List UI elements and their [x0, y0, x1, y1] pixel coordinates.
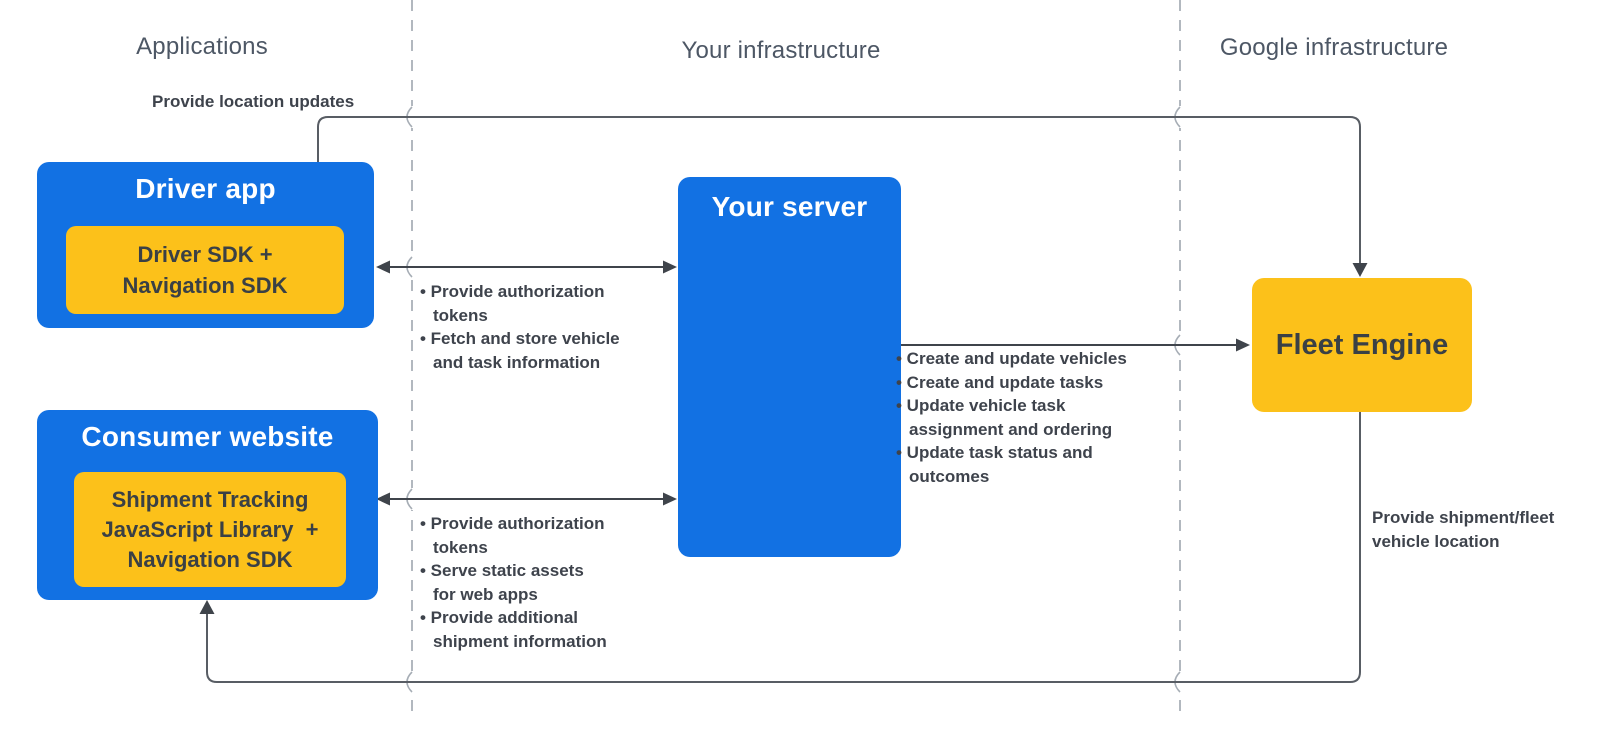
node-your-server: Your server [678, 177, 901, 557]
arrowhead-into-driver-app [376, 260, 390, 274]
node-driver-sdk: Driver SDK +Navigation SDK [66, 226, 344, 314]
list-server-fleet-tasks: • Create and update vehicles• Create and… [896, 349, 1127, 486]
arrowhead-into-server-bottom [663, 492, 677, 506]
driver-sdk-label: Driver SDK +Navigation SDK [122, 242, 288, 298]
arrow-fleet-to-consumer-location [206, 412, 1361, 683]
driver-app-title: Driver app [135, 173, 276, 204]
column-header-google-infrastructure: Google infrastructure [1219, 34, 1449, 61]
node-fleet-engine: Fleet Engine [1252, 278, 1472, 412]
label-provide-location-updates: Provide location updates [152, 92, 355, 111]
arrowhead-into-consumer-bottom [199, 600, 215, 614]
arrowhead-into-fleet-left [1236, 338, 1250, 352]
arrowhead-into-fleet-top [1352, 263, 1368, 277]
arrow-driver-to-fleet-location [317, 116, 1361, 264]
your-server-title: Your server [711, 191, 868, 222]
arrowhead-into-consumer [376, 492, 390, 506]
consumer-website-title: Consumer website [81, 421, 334, 452]
fleet-engine-title: Fleet Engine [1275, 328, 1449, 361]
column-header-applications: Applications [136, 33, 268, 60]
arrowhead-into-server-top [663, 260, 677, 274]
column-header-your-infrastructure: Your infrastructure [681, 37, 881, 64]
